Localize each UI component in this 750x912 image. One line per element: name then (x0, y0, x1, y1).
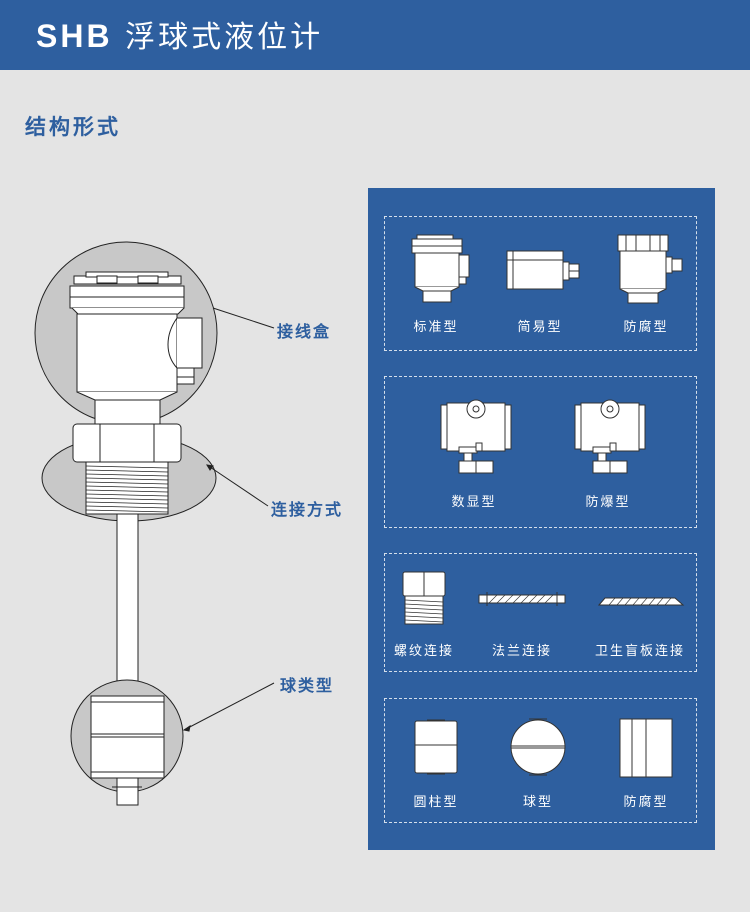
explosionproof-display-icon (574, 399, 646, 474)
product-name: 浮球式液位计 (125, 20, 324, 55)
page-title: SHB 浮球式液位计 (36, 12, 323, 56)
housing-group: 标准型 简易型 (384, 216, 697, 351)
housing-standard: 标准型 (395, 233, 477, 343)
connection-sanitary: 卫生盲板连接 (595, 570, 685, 670)
cylinder-float-icon (414, 719, 458, 775)
connection-label: 螺纹连接 (393, 644, 455, 659)
housing-label: 防腐型 (623, 320, 669, 335)
housing-label: 简易型 (517, 320, 563, 335)
flange-connection-icon (478, 592, 566, 606)
section-title: 结构形式 (25, 115, 121, 139)
housing-simple: 简易型 (499, 233, 581, 343)
housing-anticorrosion: 防腐型 (605, 233, 687, 343)
callout-connection: 连接方式 (271, 500, 344, 519)
connection-group: 螺纹连接 法兰连接 (384, 553, 697, 672)
connection-label: 法兰连接 (491, 644, 553, 659)
connection-label: 卫生盲板连接 (594, 644, 686, 659)
brand-name: SHB (36, 18, 113, 54)
digital-display-icon (440, 399, 512, 474)
display-digital: 数显型 (431, 395, 517, 515)
standard-housing-icon (411, 234, 470, 303)
display-label: 数显型 (451, 495, 497, 510)
anticorrosion-housing-icon (617, 234, 683, 304)
header-bar: SHB 浮球式液位计 (0, 0, 750, 70)
float-cylinder: 圆柱型 (403, 717, 469, 817)
callout-junction-box: 接线盒 (277, 322, 332, 341)
float-label: 圆柱型 (413, 795, 459, 810)
display-explosionproof: 防爆型 (565, 395, 651, 515)
sanitary-connection-icon (597, 597, 685, 606)
anticorrosion-float-icon (619, 718, 673, 778)
assembly-diagram (34, 241, 275, 806)
float-sphere: 球型 (505, 717, 571, 817)
simple-housing-icon (506, 250, 580, 290)
display-label: 防爆型 (585, 495, 631, 510)
thread-connection-icon (402, 571, 446, 625)
connection-flange: 法兰连接 (477, 570, 567, 670)
float-label: 防腐型 (623, 795, 669, 810)
callout-float-type: 球类型 (280, 676, 335, 695)
sphere-float-icon (510, 718, 566, 776)
connection-thread: 螺纹连接 (389, 570, 459, 670)
float-group: 圆柱型 球型 防腐型 (384, 698, 697, 823)
float-label: 球型 (522, 795, 554, 810)
housing-label: 标准型 (413, 320, 459, 335)
display-group: 数显型 防爆型 (384, 376, 697, 528)
float-anticorrosion: 防腐型 (607, 717, 685, 817)
options-panel: 标准型 简易型 (368, 188, 715, 850)
